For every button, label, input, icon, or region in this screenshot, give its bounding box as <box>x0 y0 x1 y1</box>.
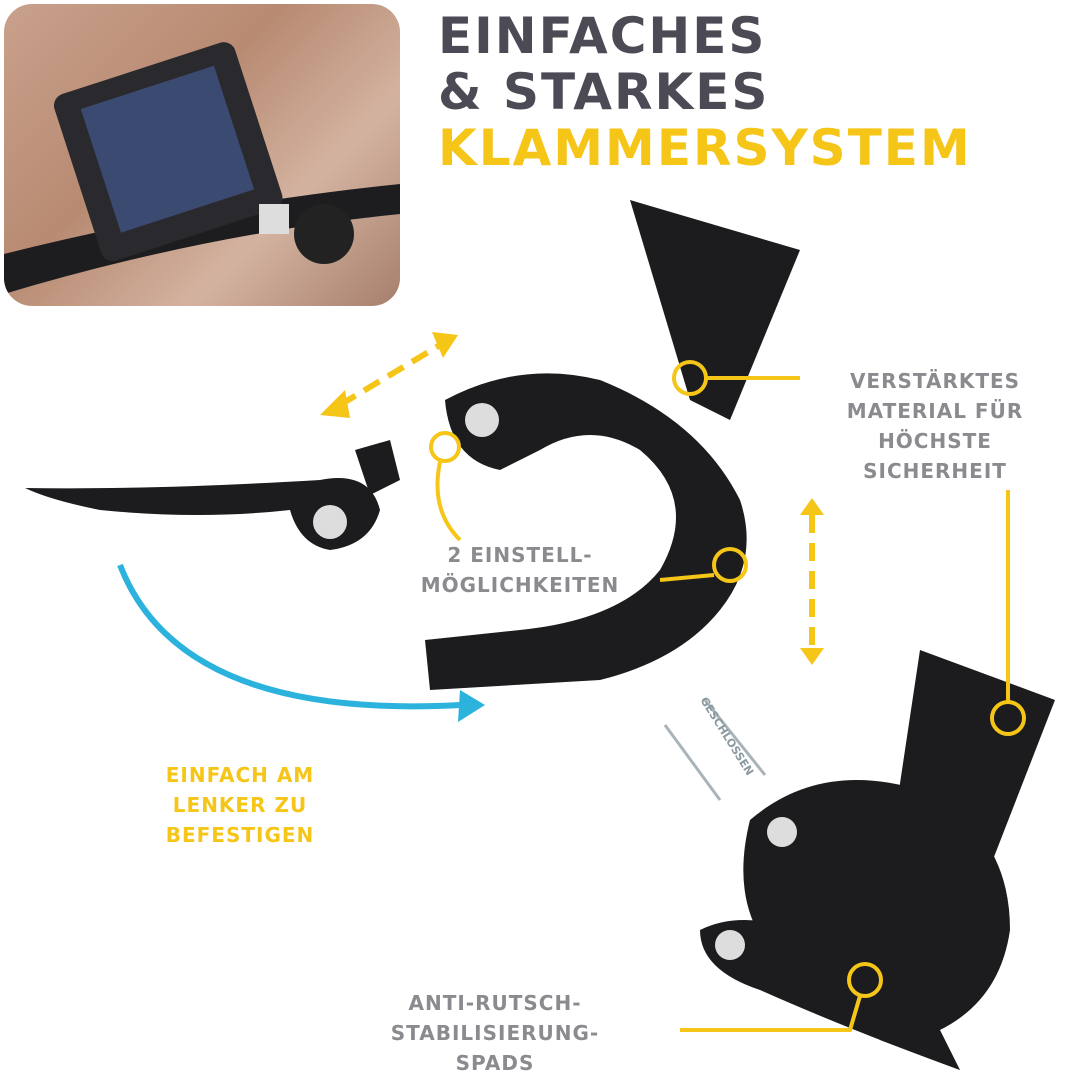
label-line: SPADS <box>455 1051 535 1075</box>
label-adjustments: 2 EINSTELL- MÖGLICHKEITEN <box>370 540 670 600</box>
closing-arrows <box>663 699 767 801</box>
open-clamp <box>25 200 800 690</box>
label-line: LENKER ZU <box>172 793 308 817</box>
label-line: MÖGLICHKEITEN <box>420 573 620 597</box>
label-line: ANTI-RUTSCH- <box>408 991 582 1015</box>
label-line: STABILISIERUNG- <box>390 1021 600 1045</box>
title-line-2: & STARKES <box>438 63 770 121</box>
rivet <box>313 505 347 539</box>
label-reinforced-material: VERSTÄRKTES MATERIAL FÜR HÖCHSTE SICHERH… <box>800 366 1070 486</box>
label-line: MATERIAL FÜR <box>846 399 1024 423</box>
curved-arrow <box>117 563 461 710</box>
label-line: HÖCHSTE <box>878 429 992 453</box>
closed-label: GESCHLOSSEN <box>697 695 756 778</box>
label-line: VERSTÄRKTES <box>849 369 1021 393</box>
rivet <box>465 403 499 437</box>
label-line: SICHERHEIT <box>863 459 1007 483</box>
label-line: EINFACH AM <box>165 763 315 787</box>
product-photo-handlebar-mount <box>4 4 400 306</box>
callout-lines <box>338 342 1026 1032</box>
label-line: 2 EINSTELL- <box>447 543 593 567</box>
page-title: EINFACHES & STARKES KLAMMERSYSTEM <box>438 8 972 176</box>
label-line: BEFESTIGEN <box>165 823 315 847</box>
label-anti-slip-pads: ANTI-RUTSCH- STABILISIERUNG- SPADS <box>330 988 660 1078</box>
curved-arrow-head <box>458 690 485 722</box>
arrow-heads <box>320 332 824 665</box>
label-easy-mount: EINFACH AM LENKER ZU BEFESTIGEN <box>100 760 380 850</box>
title-line-1: EINFACHES <box>438 7 767 65</box>
closed-clamp <box>700 650 1055 1070</box>
photo-illustration <box>4 42 400 294</box>
title-line-3: KLAMMERSYSTEM <box>438 119 972 177</box>
